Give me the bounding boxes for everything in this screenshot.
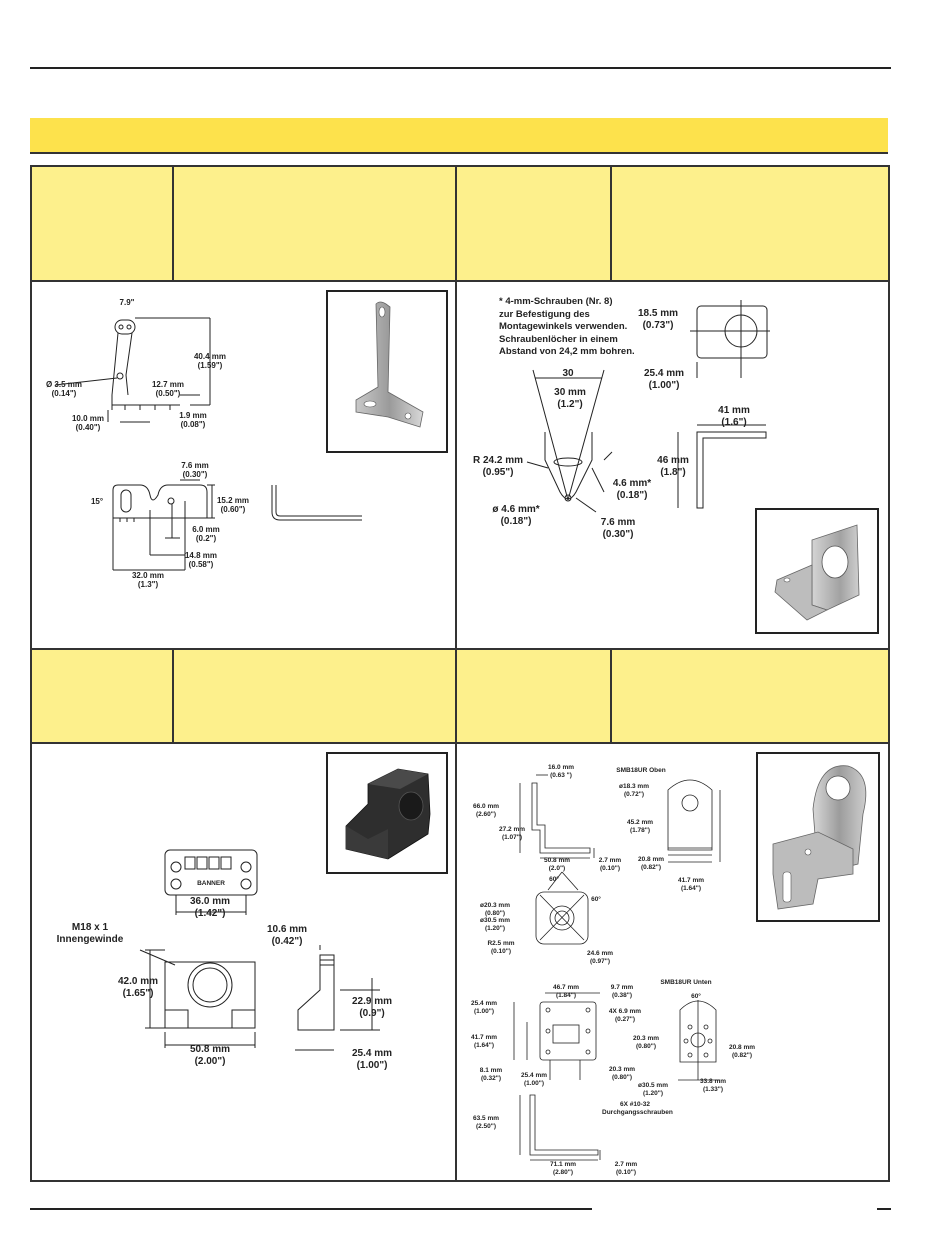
screw-note: * 4-mm-Schrauben (Nr. 8)zur Befestigung … <box>499 296 635 357</box>
header-cell-desc-2 <box>610 165 890 282</box>
bracket-4-photo <box>756 752 880 922</box>
bracket-2-photo <box>755 508 879 634</box>
dim-label: 50.8 mm(2.00") <box>189 1044 231 1067</box>
dim-label: 25.4 mm(1.00") <box>520 1072 548 1087</box>
dim-label: ø20.3 mm(0.80")ø30.5 mm(1.20") <box>480 902 510 932</box>
dim-label: 25.4 mm(1.00") <box>643 368 685 391</box>
dim-label: 4X 6.9 mm(0.27") <box>608 1008 642 1023</box>
dim-label: 46 mm(1.8") <box>657 455 689 478</box>
header-cell-desc-3 <box>172 648 457 744</box>
dim-label: 4.6 mm*(0.18") <box>612 478 652 501</box>
dim-label: 27.2 mm(1.07") <box>498 826 526 841</box>
header-cell-model-3 <box>30 648 174 744</box>
angle-label: 60° <box>591 896 601 903</box>
dim-label: 45.2 mm(1.78") <box>626 819 654 834</box>
header-cell-model-2 <box>455 165 612 282</box>
dim-label: 15.2 mm(0.60") <box>216 496 250 514</box>
logo-text: BANNER <box>197 880 225 887</box>
dim-label: 46.7 mm(1.84") <box>552 984 580 999</box>
section-banner <box>30 118 888 154</box>
dim-label: 30 <box>562 368 574 379</box>
bracket-3-photo-render <box>345 768 431 860</box>
bottom-rule-short <box>877 1208 891 1210</box>
dim-label: 25.4 mm(1.00") <box>470 1000 498 1015</box>
bottom-rule <box>30 1208 592 1210</box>
dim-label: 1.9 mm(0.08") <box>179 411 207 429</box>
dim-label: 7.6 mm(0.30") <box>600 517 636 540</box>
view-label: SMB18UR Oben <box>616 767 666 774</box>
dim-label: ø18.3 mm(0.72") <box>619 783 649 798</box>
bracket-2-photo-render <box>774 524 860 621</box>
dim-label: 40.4 mm(1.59") <box>193 352 227 370</box>
dim-label: 33.8 mm(1.33") <box>699 1078 727 1093</box>
dim-label: 14.8 mm(0.58") <box>184 551 218 569</box>
bracket-4-photo-render <box>772 765 867 910</box>
dim-label: R 24.2 mm(0.95") <box>472 455 524 478</box>
dim-label: 50.8 mm(2.0") <box>543 857 571 872</box>
dim-label: 15° <box>90 497 104 506</box>
dim-label: ø 4.6 mm*(0.18") <box>492 504 540 527</box>
dim-label: 32.0 mm(1.3") <box>131 571 165 589</box>
dim-label: 12.7 mm(0.50") <box>151 380 185 398</box>
dim-label: 8.1 mm(0.32") <box>479 1067 503 1082</box>
dim-label: 71.1 mm(2.80") <box>549 1161 577 1176</box>
bracket-3-photo <box>326 752 448 874</box>
dim-label: 66.0 mm(2.60") <box>472 803 500 818</box>
header-cell-desc-1 <box>172 165 457 282</box>
angle-label: 60° <box>691 993 701 1000</box>
dim-label: 41 mm(1.6") <box>718 405 750 428</box>
dim-label: 10.6 mm(0.42") <box>266 924 308 947</box>
header-cell-model-1 <box>30 165 174 282</box>
dim-label: 18.5 mm(0.73") <box>637 308 679 331</box>
dim-label: 42.0 mm(1.65") <box>117 976 159 999</box>
header-cell-desc-4 <box>610 648 890 744</box>
bracket-1-photo <box>326 290 448 453</box>
dim-label: ø30.5 mm(1.20") <box>638 1082 668 1097</box>
dim-label: 22.9 mm(0.9") <box>351 996 393 1019</box>
dim-label: 16.0 mm(0.63 ") <box>547 764 575 779</box>
dim-label: Ø 3.5 mm(0.14") <box>45 380 82 398</box>
bracket-1-photo-render <box>355 301 424 428</box>
dim-label: 2.7 mm(0.10") <box>598 857 622 872</box>
view-label: SMB18UR Unten <box>660 979 712 986</box>
dim-label: 25.4 mm(1.00") <box>351 1048 393 1071</box>
top-rule <box>30 67 891 69</box>
dim-label: 10.0 mm(0.40") <box>71 414 105 432</box>
dim-label: 41.7 mm(1.64") <box>470 1034 498 1049</box>
dim-label: 20.3 mm(0.80") <box>608 1066 636 1081</box>
dim-label: 36.0 mm(1.42") <box>189 896 231 919</box>
dim-label: 7.9" <box>119 298 135 307</box>
angle-label: 60° <box>549 876 559 883</box>
dim-label: 20.3 mm(0.80") <box>632 1035 660 1050</box>
dim-label: 7.6 mm(0.30") <box>181 461 209 479</box>
dim-label: 2.7 mm(0.10") <box>614 1161 638 1176</box>
dim-label: 24.6 mm(0.97") <box>586 950 614 965</box>
dim-label: 20.8 mm(0.82") <box>728 1044 756 1059</box>
dim-label: 6.0 mm(0.2") <box>192 525 220 543</box>
dim-label: R2.5 mm(0.10") <box>487 940 515 955</box>
dim-label: 9.7 mm(0.38") <box>610 984 634 999</box>
dim-label: 20.8 mm(0.82") <box>637 856 665 871</box>
dim-label: 30 mm(1.2") <box>554 387 586 410</box>
dim-label: 63.5 mm(2.50") <box>472 1115 500 1130</box>
dim-label: 41.7 mm(1.64") <box>677 877 705 892</box>
